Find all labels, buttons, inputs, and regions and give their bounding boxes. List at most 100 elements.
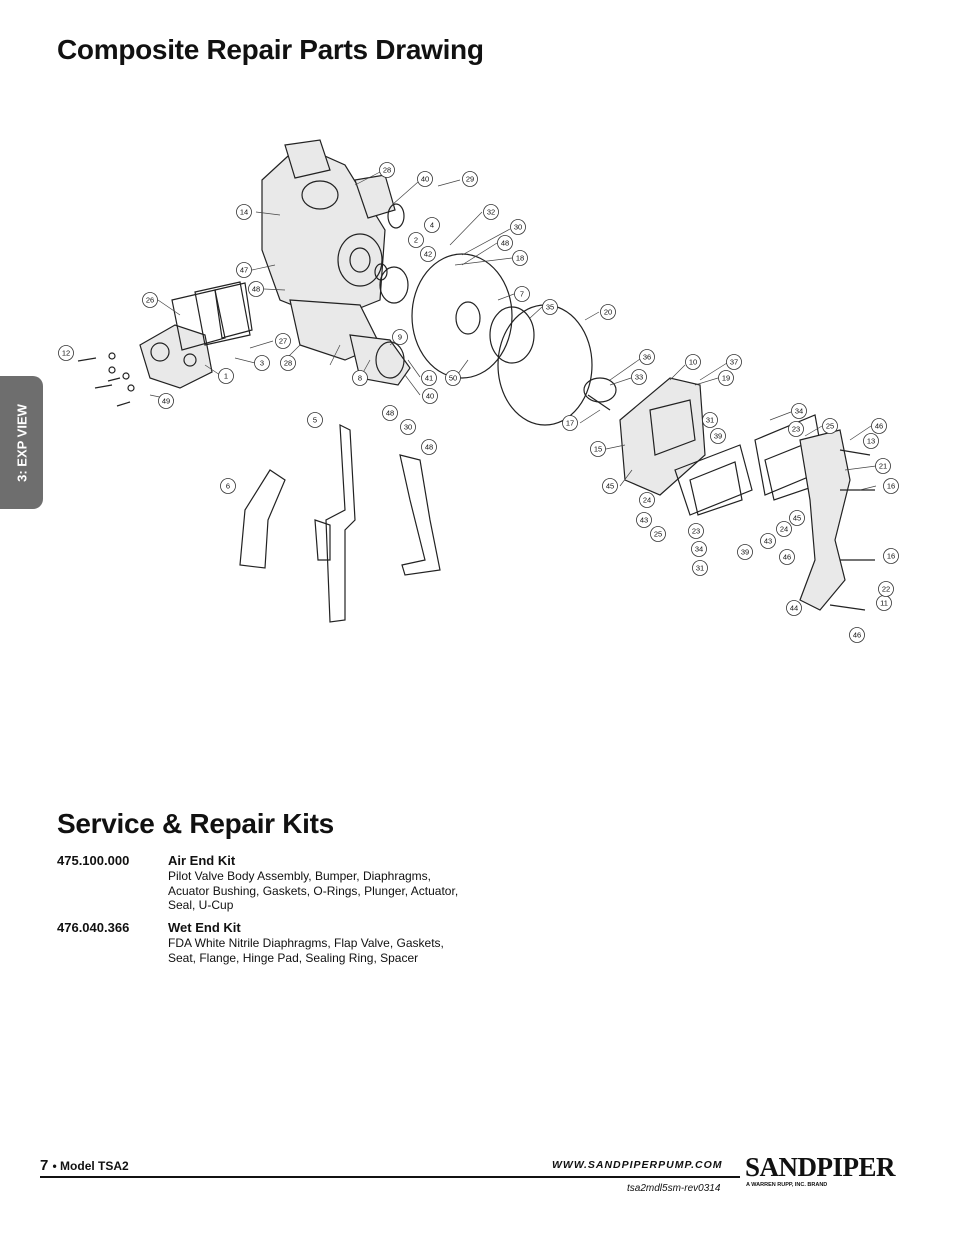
inner-plate [411,253,513,379]
model-name: • Model TSA2 [52,1159,129,1173]
svg-text:25: 25 [826,422,834,431]
svg-text:40: 40 [426,392,434,401]
svg-text:3: 3 [260,359,264,368]
section-tab[interactable]: 3: EXP VIEW [0,376,43,509]
exploded-parts-drawing: 1 2 3 4 5 6 7 8 9 10 11 12 13 14 15 16 1… [58,139,899,643]
svg-text:24: 24 [780,525,788,534]
kit-name: Air End Kit [168,853,236,868]
callout-30a: 30 [510,219,526,235]
svg-text:15: 15 [594,445,602,454]
callout-22: 22 [878,581,894,597]
callout-25b: 25 [650,526,666,542]
svg-text:34: 34 [795,407,803,416]
svg-text:18: 18 [516,254,524,263]
svg-text:23: 23 [692,527,700,536]
svg-text:19: 19 [722,374,730,383]
callout-46b: 46 [779,549,795,565]
callout-31b: 31 [692,560,708,576]
callout-23a: 23 [788,421,804,437]
callout-42: 42 [420,246,436,262]
svg-text:4: 4 [430,221,434,230]
callout-36: 36 [639,349,655,365]
callout-40a: 40 [417,171,433,187]
svg-text:45: 45 [793,514,801,523]
callout-11: 11 [876,595,892,611]
mounting-brackets [239,423,441,623]
callout-8: 8 [352,370,368,386]
svg-text:21: 21 [879,462,887,471]
svg-text:5: 5 [313,416,317,425]
svg-text:10: 10 [689,358,697,367]
callout-5: 5 [307,412,323,428]
svg-text:50: 50 [449,374,457,383]
svg-text:37: 37 [730,358,738,367]
svg-text:48: 48 [252,285,260,294]
callout-48c: 48 [382,405,398,421]
svg-text:7: 7 [520,290,524,299]
callout-50: 50 [445,370,461,386]
page-title: Composite Repair Parts Drawing [57,34,484,65]
callout-48d: 48 [421,439,437,455]
callout-39b: 39 [737,544,753,560]
svg-text:28: 28 [383,166,391,175]
svg-text:30: 30 [404,423,412,432]
callout-44: 44 [786,600,802,616]
diaphragm [489,304,593,426]
callout-40b: 40 [422,388,438,404]
callout-34b: 34 [691,541,707,557]
callout-24a: 24 [639,492,655,508]
outer-chamber [619,377,706,496]
svg-text:35: 35 [546,303,554,312]
callout-43a: 43 [636,512,652,528]
callout-31a: 31 [702,412,718,428]
gasket-plates [171,281,253,351]
callout-49: 49 [158,393,174,409]
callout-30b: 30 [400,419,416,435]
kit-name: Wet End Kit [168,920,241,935]
callout-46c: 46 [849,627,865,643]
svg-text:25: 25 [654,530,662,539]
callout-27: 27 [275,333,291,349]
leader-lines [149,171,877,491]
callout-23b: 23 [688,523,704,539]
svg-text:46: 46 [783,553,791,562]
kit-number: 475.100.000 [57,853,130,868]
svg-text:29: 29 [466,175,474,184]
kit-description: Pilot Valve Body Assembly, Bumper, Diaph… [168,869,459,912]
svg-text:13: 13 [867,437,875,446]
svg-text:46: 46 [875,422,883,431]
svg-text:27: 27 [279,337,287,346]
callout-43b: 43 [760,533,776,549]
kits-title: Service & Repair Kits [57,808,334,839]
callout-21: 21 [875,458,891,474]
svg-text:12: 12 [62,349,70,358]
callout-37: 37 [726,354,742,370]
svg-text:14: 14 [240,208,248,217]
svg-text:43: 43 [764,537,772,546]
document-reference: tsa2mdl5sm-rev0314 [627,1183,721,1194]
callout-3: 3 [254,355,270,371]
callout-4: 4 [424,217,440,233]
svg-text:47: 47 [240,266,248,275]
svg-text:28: 28 [284,359,292,368]
svg-text:8: 8 [358,374,362,383]
callout-25a: 25 [822,418,838,434]
svg-text:6: 6 [226,482,230,491]
svg-text:42: 42 [424,250,432,259]
svg-text:20: 20 [604,308,612,317]
callout-15: 15 [590,441,606,457]
svg-text:23: 23 [792,425,800,434]
callout-16b: 16 [883,548,899,564]
kit-number: 476.040.366 [57,920,130,935]
svg-text:36: 36 [643,353,651,362]
svg-text:31: 31 [706,416,714,425]
svg-text:45: 45 [606,482,614,491]
callout-32: 32 [483,204,499,220]
kit-description: FDA White Nitrile Diaphragms, Flap Valve… [168,936,444,965]
callout-20: 20 [600,304,616,320]
callout-10: 10 [685,354,701,370]
svg-text:48: 48 [386,409,394,418]
manifold-right [799,429,875,611]
website-link[interactable]: WWW.SANDPIPERPUMP.COM [552,1159,723,1171]
svg-text:39: 39 [741,548,749,557]
